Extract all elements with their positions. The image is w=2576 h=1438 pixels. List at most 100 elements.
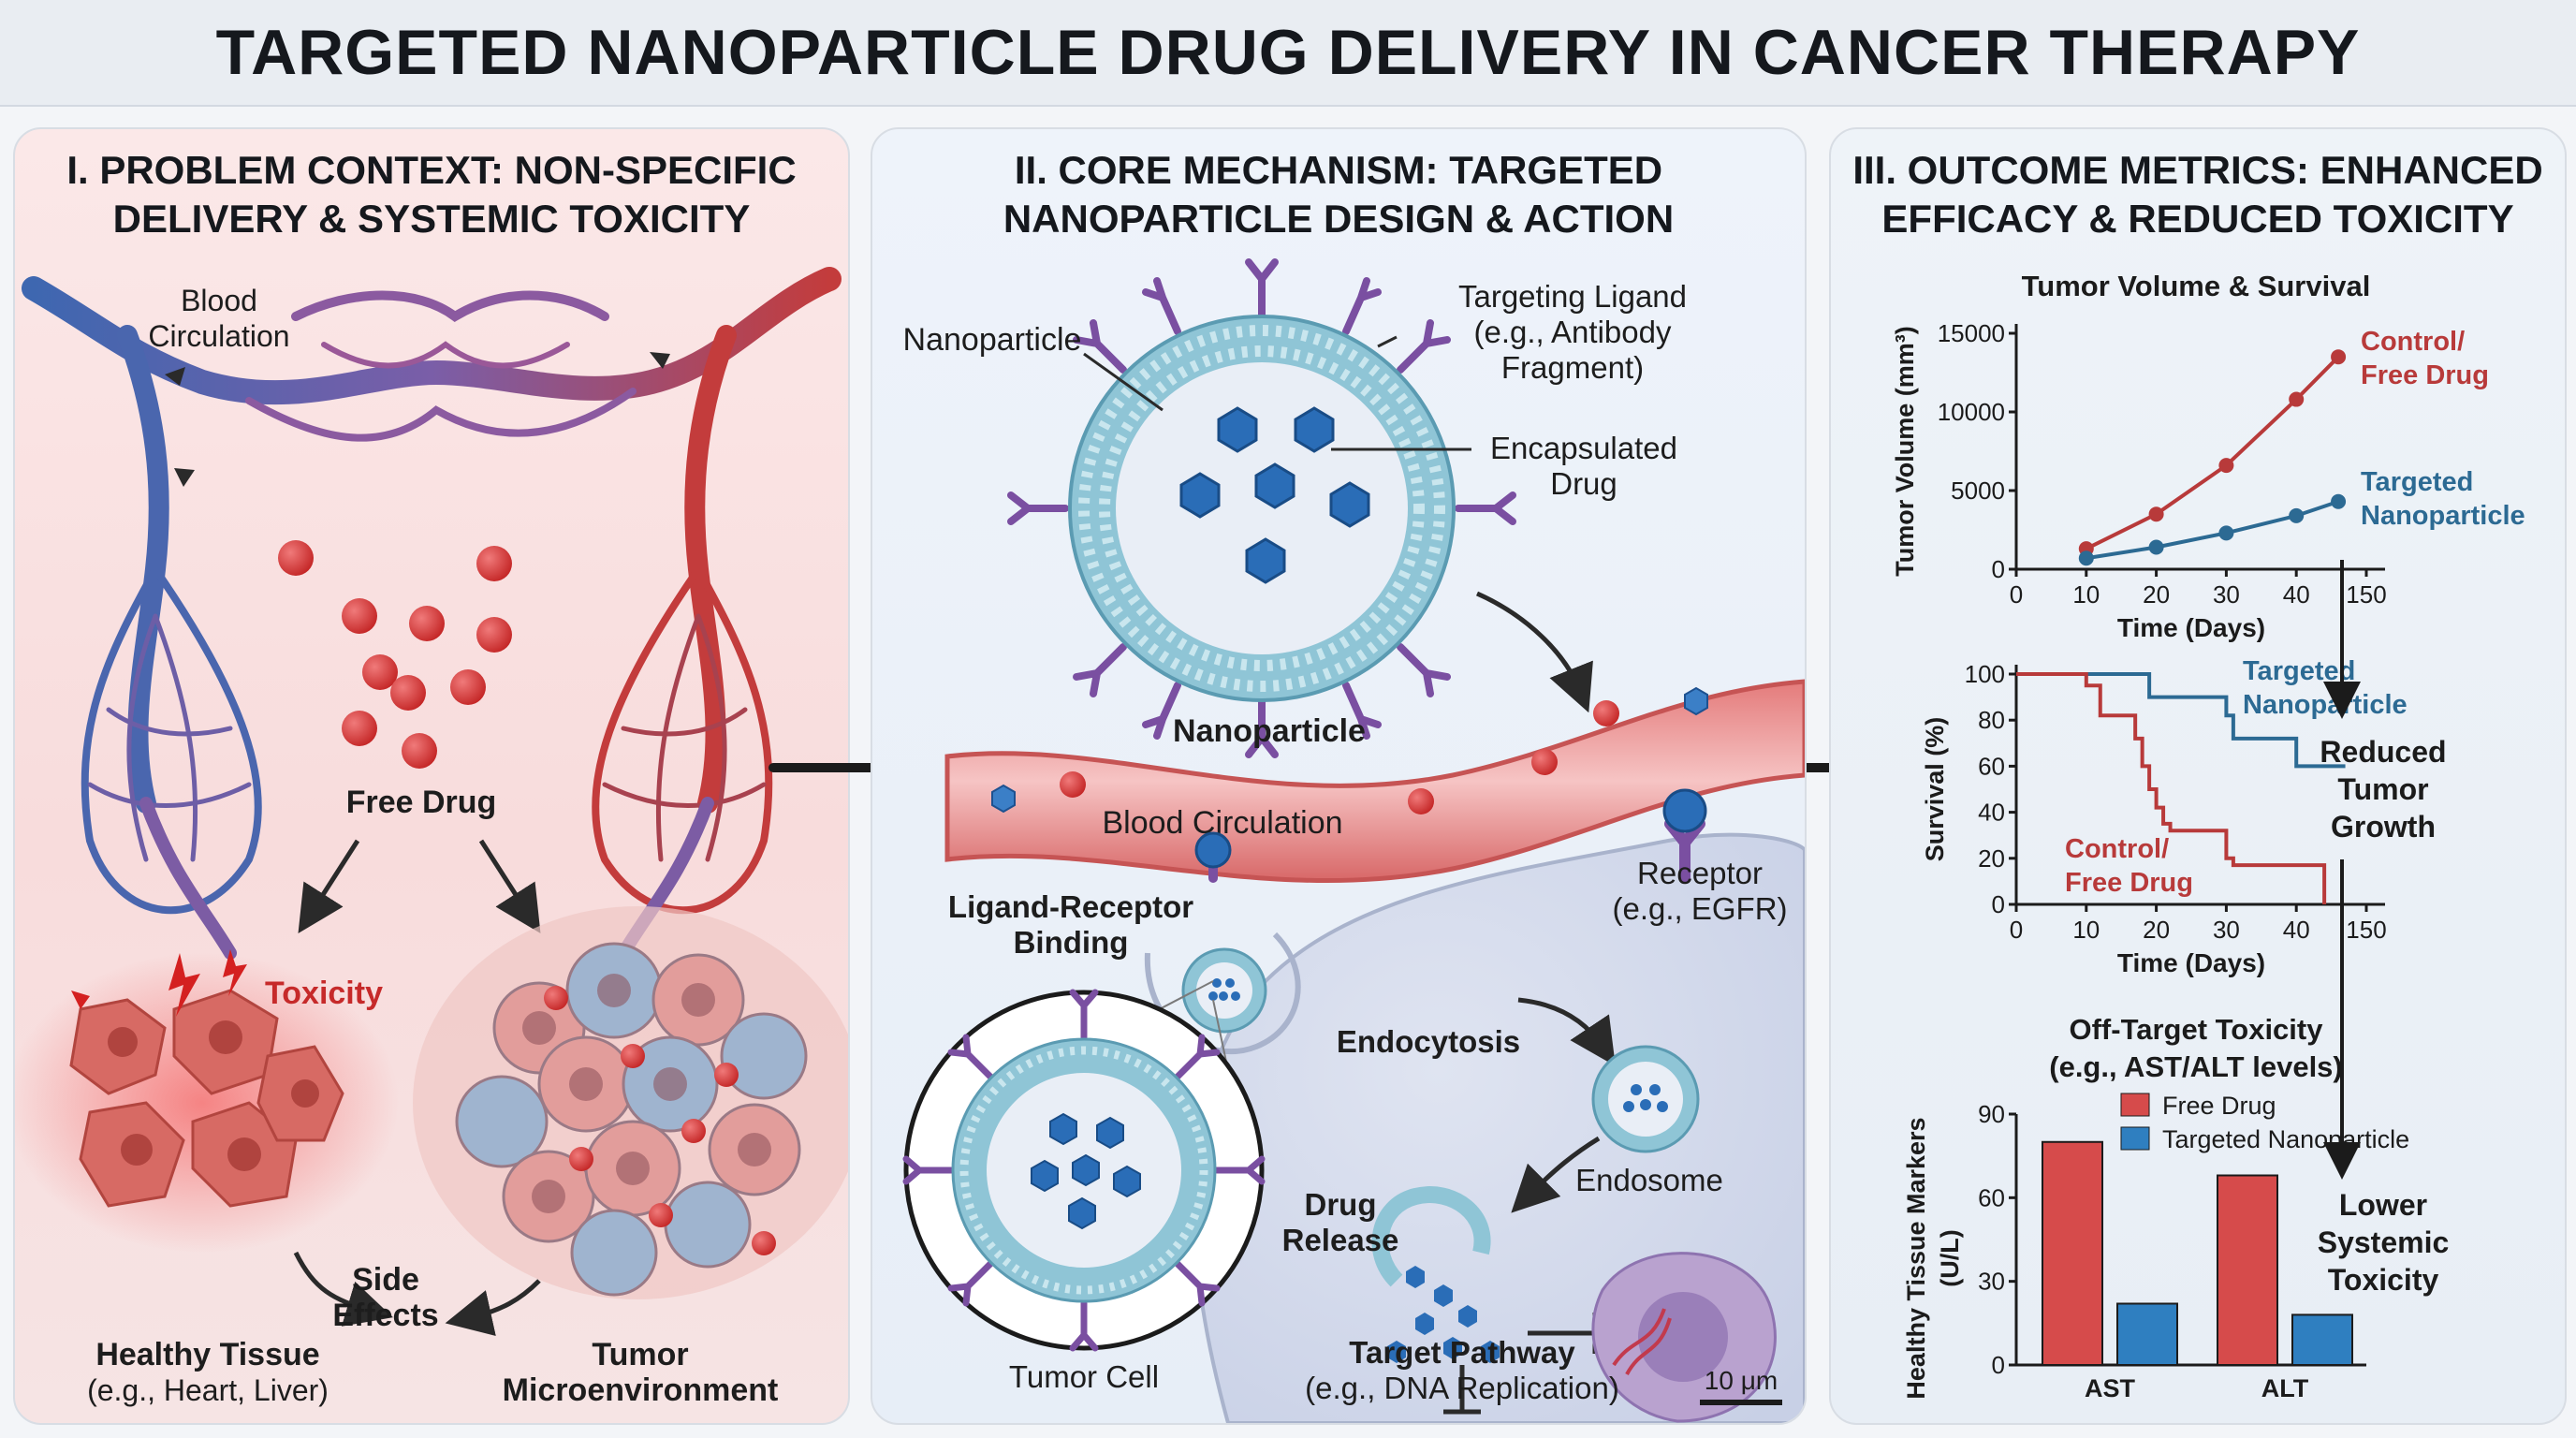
data-point — [2218, 458, 2234, 474]
lower-toxicity-label-3: Toxicity — [2328, 1263, 2439, 1297]
y-tick-label: 0 — [1992, 1351, 2005, 1379]
data-point — [2289, 391, 2305, 407]
x-tick-label: 150 — [2346, 580, 2386, 609]
series-label-2: Nanoparticle — [2361, 501, 2525, 531]
series-label-2: Free Drug — [2065, 868, 2193, 898]
healthy-tissue-illustration — [15, 949, 399, 1253]
legend-label: Targeted Nanoparticle — [2162, 1125, 2409, 1153]
data-point — [2289, 507, 2305, 523]
series-label-2: Free Drug — [2361, 360, 2489, 390]
category-label: AST — [2085, 1374, 2136, 1402]
free-drug-label: Free Drug — [346, 785, 497, 820]
series-line — [2016, 672, 2346, 769]
x-axis-label: Time (Days) — [2117, 948, 2265, 977]
y-tick-label: 0 — [1992, 555, 2005, 583]
chart-title: Tumor Volume & Survival — [2022, 270, 2371, 302]
bar — [2042, 1140, 2103, 1367]
bar — [2291, 1313, 2353, 1367]
x-tick-label: 40 — [2283, 580, 2310, 609]
x-tick-label: 10 — [2072, 916, 2100, 944]
targeting-ligand-label: Targeting Ligand — [1458, 279, 1687, 314]
tumor-cell-label: Tumor Cell — [1009, 1359, 1159, 1394]
reduced-growth-label: Reduced — [2320, 735, 2446, 769]
x-tick-label: 150 — [2346, 916, 2386, 944]
series-label-2: Nanoparticle — [2243, 690, 2408, 720]
panel3-heading: III. OUTCOME METRICS: ENHANCED EFFICACY … — [1852, 148, 2543, 241]
data-point — [2148, 506, 2164, 522]
series-line — [2016, 672, 2327, 904]
lower-toxicity-label: Lower — [2339, 1188, 2427, 1222]
tumor-microenvironment-illustration — [413, 906, 848, 1299]
data-point — [2331, 493, 2347, 509]
panel1-illustration: Blood Circulation Free Drug Toxicity — [15, 267, 848, 1408]
reduced-growth-label-3: Growth — [2331, 810, 2436, 844]
endosome-label: Endosome — [1575, 1163, 1723, 1197]
y-tick-label: 15000 — [1938, 319, 2005, 347]
targeting-ligand-label-2: (e.g., Antibody — [1474, 315, 1672, 349]
y-tick-label: 0 — [1992, 890, 2005, 918]
zoom-inset-nanoparticle — [902, 989, 1266, 1352]
tumor-label: Tumor — [592, 1337, 688, 1372]
endosome-illustration — [1591, 1045, 1700, 1153]
x-tick-label: 20 — [2143, 580, 2170, 609]
y-axis-label: Healthy Tissue Markers — [1902, 1117, 1930, 1399]
y-tick-label: 60 — [1978, 752, 2005, 780]
ligand-receptor-binding-label-2: Binding — [1014, 925, 1129, 960]
tumor-label-2: Microenvironment — [503, 1372, 779, 1408]
y-tick-label: 5000 — [1951, 477, 2005, 505]
x-tick-label: 10 — [2072, 580, 2100, 609]
side-effects-label-2: Effects — [332, 1298, 438, 1333]
tumor-volume-chart: Tumor Volume & Survival 0 5000 10000 15000 0 1… — [1891, 270, 2525, 642]
y-tick-label: 10000 — [1938, 398, 2005, 426]
data-point — [2331, 349, 2347, 365]
receptor-label-2: (e.g., EGFR) — [1612, 891, 1787, 926]
drug-release-label-2: Release — [1282, 1223, 1399, 1257]
series-label: Targeted — [2243, 656, 2355, 686]
data-point — [2078, 550, 2094, 566]
nanoparticle-label: Nanoparticle — [1173, 713, 1366, 749]
chart-title: Off-Target Toxicity — [2070, 1013, 2324, 1046]
nucleus-dna-illustration — [1591, 1252, 1777, 1423]
legend-swatch — [2120, 1093, 2150, 1117]
page-title: TARGETED NANOPARTICLE DRUG DELIVERY IN C… — [0, 0, 2576, 107]
panel1-heading: I. PROBLEM CONTEXT: NON-SPECIFIC DELIVER… — [66, 148, 797, 241]
nanoparticle-illustration — [1007, 258, 1516, 758]
blood-circulation-label: Blood — [181, 284, 257, 317]
receptor-illustration — [1194, 788, 1707, 884]
x-tick-label: 0 — [2010, 580, 2023, 609]
toxicity-bar-chart: Off-Target Toxicity (e.g., AST/ALT levels… — [1902, 1013, 2409, 1402]
blood-vessel-network — [22, 267, 842, 960]
category-label: ALT — [2261, 1374, 2309, 1402]
healthy-tissue-label: Healthy Tissue — [95, 1337, 319, 1372]
healthy-tissue-sublabel: (e.g., Heart, Liver) — [87, 1373, 329, 1407]
x-tick-label: 0 — [2010, 916, 2023, 944]
panel2-heading: II. CORE MECHANISM: TARGETED NANOPARTICL… — [1003, 148, 1675, 241]
legend-label: Free Drug — [2162, 1092, 2276, 1120]
chart-subtitle: (e.g., AST/ALT levels) — [2049, 1050, 2343, 1083]
target-pathway-label: Target Pathway — [1349, 1335, 1575, 1370]
x-tick-label: 30 — [2213, 580, 2240, 609]
y-tick-label: 100 — [1965, 660, 2005, 688]
legend-swatch — [2120, 1126, 2150, 1151]
bar — [2217, 1174, 2278, 1366]
y-axis-label-2: (U/L) — [1936, 1229, 1964, 1286]
side-effects-label: Side — [352, 1262, 419, 1298]
lower-toxicity-label-2: Systemic — [2318, 1225, 2450, 1259]
panel-outcome-metrics: III. OUTCOME METRICS: ENHANCED EFFICACY … — [1829, 127, 2567, 1425]
drug-release-illustration — [1371, 1186, 1500, 1363]
drug-release-label: Drug — [1305, 1187, 1377, 1222]
free-drug-particles — [278, 540, 512, 769]
series-label: Targeted — [2361, 467, 2473, 497]
blood-circulation-label-2: Circulation — [148, 319, 289, 353]
toxicity-label: Toxicity — [265, 976, 383, 1011]
series-label: Control/ — [2361, 327, 2465, 357]
y-tick-label: 30 — [1978, 1268, 2005, 1296]
reduced-growth-label-2: Tumor — [2337, 772, 2428, 806]
nanoparticle-callout: Nanoparticle — [903, 322, 1082, 358]
panel2-illustration: Nanoparticle Targeting Ligand (e.g., Ant… — [902, 258, 1805, 1423]
data-point — [2218, 525, 2234, 541]
series-label: Control/ — [2065, 834, 2169, 864]
y-tick-label: 60 — [1978, 1183, 2005, 1211]
x-tick-label: 30 — [2213, 916, 2240, 944]
